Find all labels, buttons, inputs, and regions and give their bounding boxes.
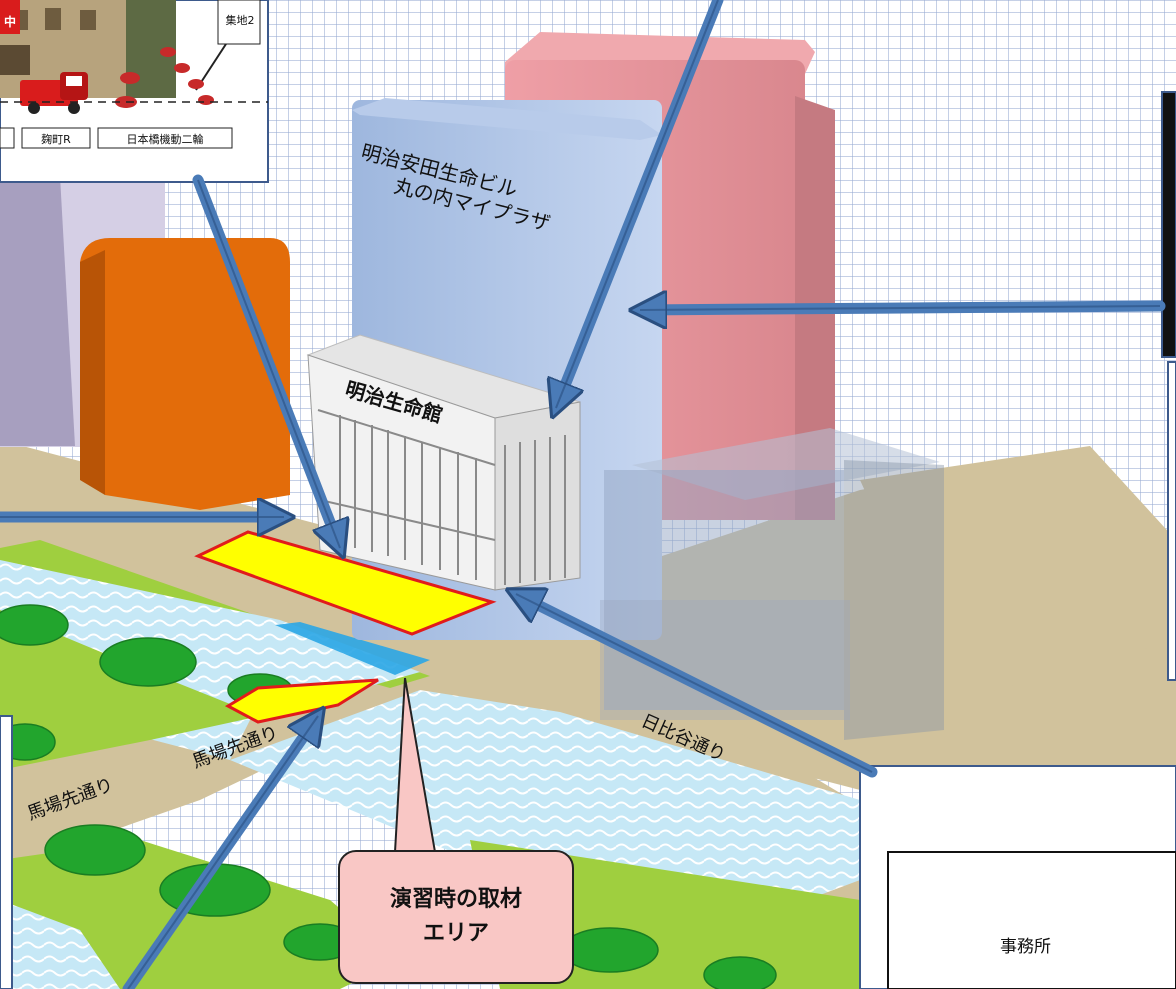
crosswalk-strip — [275, 622, 430, 675]
buildings — [0, 32, 944, 740]
highlight-area-small — [224, 678, 379, 724]
fire-truck-icon — [20, 72, 88, 114]
inset-tag-nihonbashi-text: 日本橋機動二輪 — [127, 132, 204, 146]
building-orange-side — [80, 250, 105, 495]
inset-sign — [217, 0, 261, 45]
press-area-bubble: 演習時の取材 エリア — [338, 850, 574, 984]
inset-sign-text: 集地2 — [226, 13, 255, 27]
highlight-area-main — [194, 530, 497, 636]
tree-icon — [99, 637, 197, 687]
road-back — [860, 446, 1176, 700]
callout-box-right-top — [1161, 91, 1176, 358]
water-lower — [0, 900, 120, 989]
inset-badge — [0, 0, 20, 34]
inset-badge-text: 中 — [4, 14, 16, 29]
building-orange — [80, 238, 290, 510]
building-meiji-yasuda-top — [352, 98, 662, 140]
grass-strip-left — [0, 610, 260, 770]
inset-tag-kojimachi-text: 麹町R — [41, 132, 71, 146]
building-glass-side — [844, 460, 944, 740]
office-frame — [887, 851, 1176, 989]
facade-details — [317, 409, 566, 585]
inset-tag-nihonbashi — [97, 127, 233, 149]
callout-box-right-mid — [1167, 361, 1176, 681]
tree-icon — [0, 604, 69, 646]
tree-icon — [703, 956, 777, 989]
callout-box-left-lower — [0, 715, 13, 989]
inset-tag-left — [0, 127, 15, 149]
building-meiji-seimeikan-side — [494, 401, 581, 591]
tree-icon — [44, 824, 146, 876]
building-lavender-side — [0, 172, 75, 446]
inset-tag-kojimachi — [21, 127, 91, 149]
press-area-line2: エリア — [422, 921, 489, 946]
press-area-line1: 演習時の取材 — [389, 887, 522, 912]
tree-icon — [0, 723, 56, 761]
inset-photo: 中 集地2 麹町R 日本橋機動二輪 — [0, 0, 269, 183]
tree-icon — [561, 927, 659, 973]
building-glass-front — [604, 470, 844, 710]
motorcycle-icon — [115, 47, 214, 108]
office-label: 事務所 — [1000, 937, 1051, 957]
